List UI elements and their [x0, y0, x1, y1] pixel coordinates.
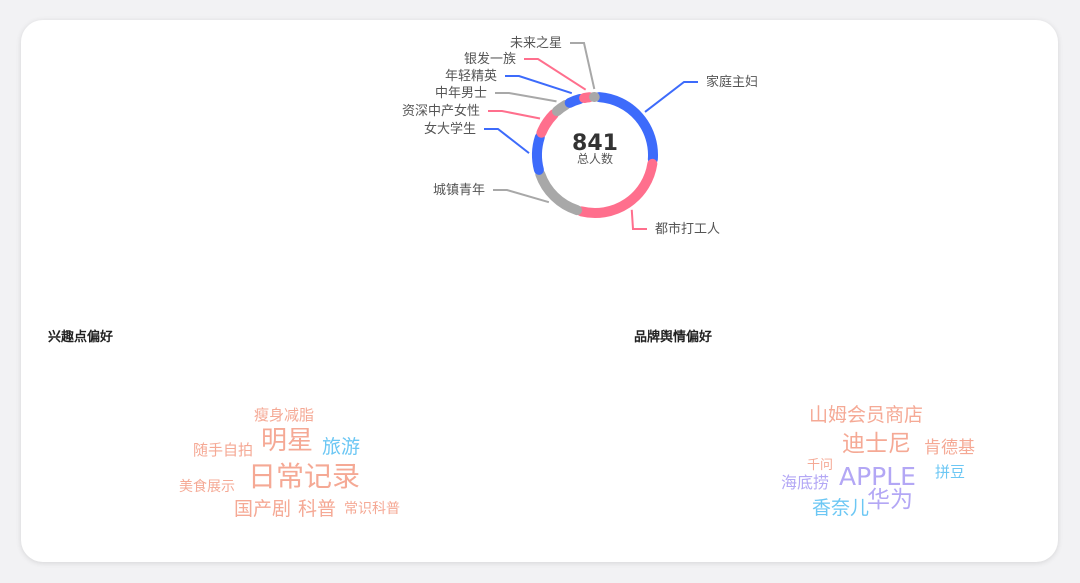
donut-segment[interactable] [532, 132, 545, 175]
donut-segment[interactable] [594, 92, 658, 165]
brand-word: 山姆会员商店 [809, 404, 924, 426]
brand-word: 肯德基 [924, 438, 975, 458]
donut-leader-line [570, 42, 596, 90]
brand-word: 海底捞 [781, 473, 830, 492]
donut-segment[interactable] [535, 169, 583, 216]
audience-donut-chart: 家庭主妇都市打工人城镇青年女大学生资深中产女性中年男士年轻精英银发一族未来之星 … [402, 36, 758, 237]
interest-section-title: 兴趣点偏好 [48, 330, 114, 345]
donut-label: 未来之星 [510, 36, 562, 51]
donut-leader-line [488, 110, 541, 120]
interest-word: 瘦身减脂 [254, 406, 315, 424]
donut-leader-line [630, 209, 647, 230]
donut-leader-line [484, 128, 530, 154]
donut-leader-line [524, 58, 587, 91]
brand-section-title: 品牌舆情偏好 [634, 330, 713, 345]
donut-label: 城镇青年 [433, 183, 485, 198]
interest-word: 美食展示 [179, 479, 235, 495]
brand-word: 千问 [807, 458, 834, 473]
donut-label: 年轻精英 [445, 69, 497, 84]
donut-label: 都市打工人 [655, 221, 720, 237]
donut-segment[interactable] [579, 92, 595, 104]
donut-segment[interactable] [576, 158, 658, 218]
interest-word: 常识科普 [344, 501, 400, 517]
brand-word: 香奈儿 [812, 497, 870, 519]
interest-word: 随手自拍 [193, 441, 254, 459]
interest-word: 国产剧 [234, 498, 292, 520]
brand-word: 华为 [867, 487, 913, 513]
donut-leader-line [495, 92, 557, 103]
donut-label: 中年男士 [435, 86, 487, 101]
donut-center-label: 总人数 [577, 151, 613, 166]
brand-word: 拼豆 [935, 463, 966, 481]
donut-leader-line [505, 75, 573, 95]
interest-word: 明星 [261, 426, 314, 456]
donut-label: 女大学生 [424, 121, 476, 137]
dashboard-card: 家庭主妇都市打工人城镇青年女大学生资深中产女性中年男士年轻精英银发一族未来之星 … [21, 20, 1058, 562]
donut-label: 家庭主妇 [706, 74, 758, 90]
donut-segment[interactable] [536, 109, 559, 138]
donut-label: 资深中产女性 [402, 103, 480, 119]
donut-segment[interactable] [564, 94, 585, 108]
donut-center-value: 841 [572, 131, 618, 156]
brand-word: APPLE [839, 462, 916, 491]
donut-label: 银发一族 [464, 51, 516, 67]
donut-segment[interactable] [551, 99, 571, 117]
interest-word: 科普 [298, 498, 337, 520]
interest-word: 日常记录 [248, 460, 361, 493]
donut-leader-line [644, 81, 698, 113]
brand-word: 迪士尼 [842, 431, 911, 457]
donut-leader-line [493, 189, 550, 204]
interest-word: 旅游 [322, 436, 361, 458]
